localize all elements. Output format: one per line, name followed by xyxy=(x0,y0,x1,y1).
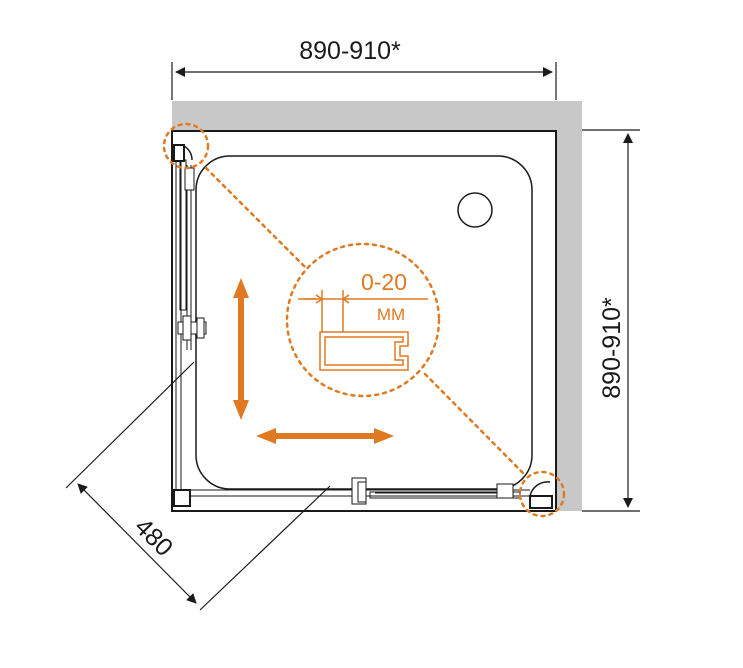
corner-post-bottom-left xyxy=(173,489,191,507)
adjustment-unit-label: ММ xyxy=(377,305,405,324)
left-panel xyxy=(175,159,207,490)
front-panel xyxy=(190,477,530,505)
drain-icon xyxy=(457,192,493,228)
depth-dimension xyxy=(582,129,640,512)
profile-detail xyxy=(298,290,428,371)
corner-arc-top-left xyxy=(183,145,193,161)
width-dimension xyxy=(171,62,557,100)
corner-arc-bottom-right xyxy=(529,481,551,497)
corner-post-bottom-right xyxy=(529,495,553,509)
back-wall xyxy=(172,101,582,132)
door-opening-dimension xyxy=(65,361,331,611)
vertical-move-arrow xyxy=(233,278,249,420)
horizontal-move-arrow xyxy=(256,428,394,444)
width-label: 890-910* xyxy=(299,37,401,65)
adjustment-range-label: 0-20 xyxy=(361,269,407,295)
door-opening-label: 480 xyxy=(129,513,178,562)
corner-post-top-left xyxy=(173,144,185,162)
depth-label: 890-910* xyxy=(598,297,626,399)
side-wall xyxy=(556,101,582,511)
adjustment-callout xyxy=(162,122,566,518)
